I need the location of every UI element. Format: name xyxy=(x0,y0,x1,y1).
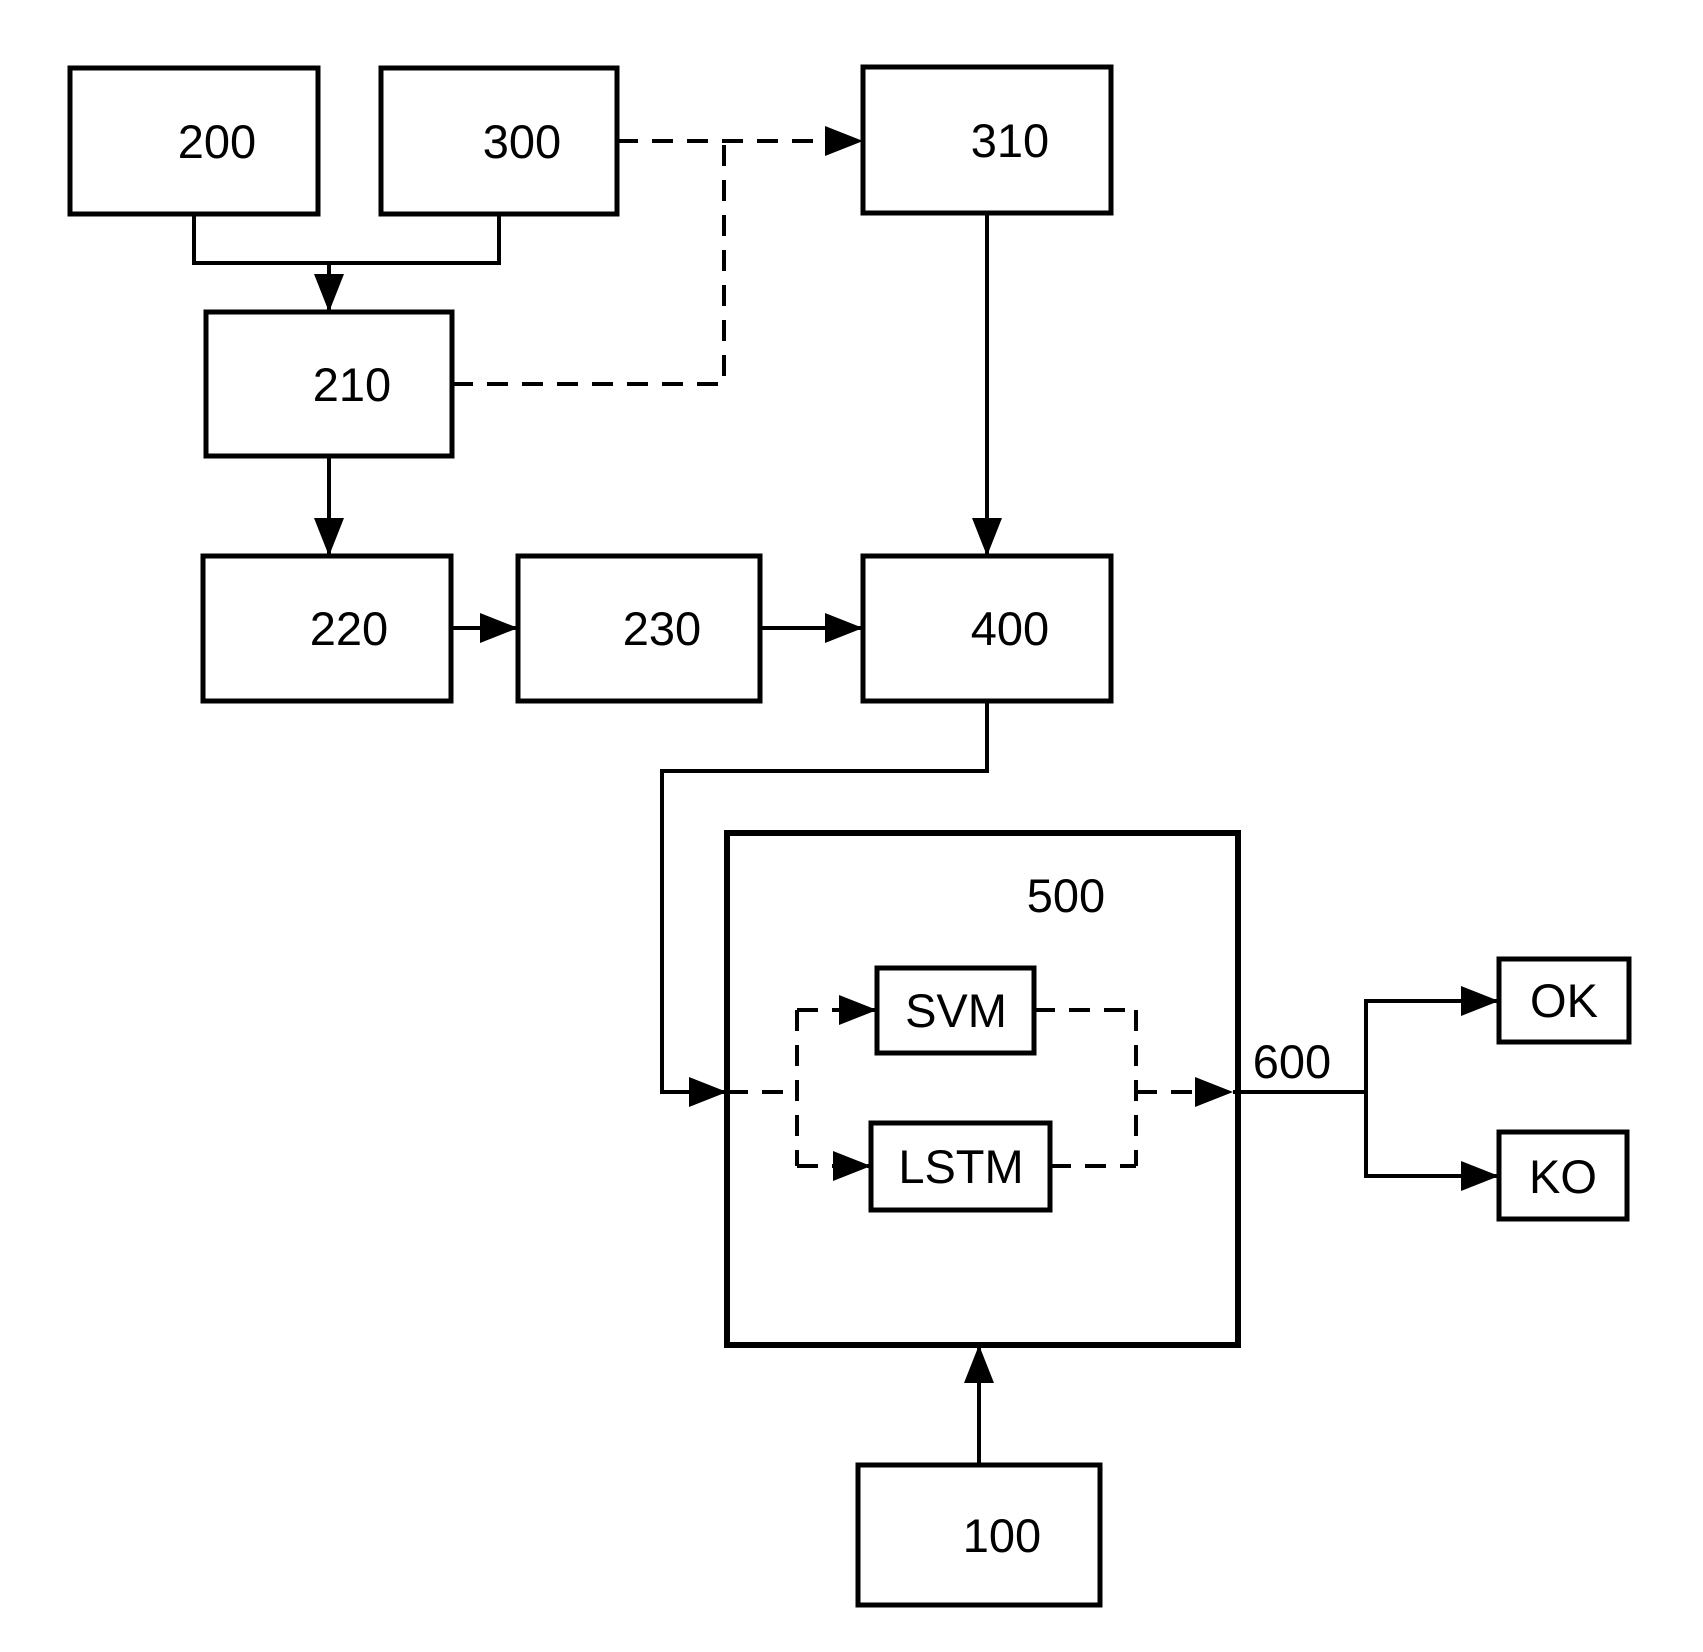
node-500-container-box xyxy=(724,830,1241,1348)
node-230-box xyxy=(515,553,763,704)
node-400-box xyxy=(860,553,1114,704)
node-220-box xyxy=(200,553,454,704)
node-300-label: 300 xyxy=(483,115,561,168)
node-ko-label: KO xyxy=(1529,1150,1597,1203)
node-310-label: 310 xyxy=(971,114,1049,167)
node-ko-box xyxy=(1496,1129,1630,1222)
node-500-label: 500 xyxy=(1027,869,1105,922)
node-svm-box xyxy=(874,965,1037,1056)
edge-600-to-ok xyxy=(1233,986,1499,1094)
node-400-label: 400 xyxy=(971,602,1049,655)
edge-400-to-500 xyxy=(660,701,989,1107)
node-lstm-box xyxy=(868,1120,1053,1213)
node-210-box xyxy=(203,309,455,459)
node-230-label: 230 xyxy=(623,602,701,655)
node-200-box xyxy=(67,65,321,217)
node-200-label: 200 xyxy=(178,115,256,168)
node-svm-label: SVM xyxy=(905,984,1007,1037)
edge-210-to-310-line-dashed xyxy=(452,141,726,386)
node-220-label: 220 xyxy=(310,602,388,655)
node-ok-label: OK xyxy=(1530,974,1598,1027)
node-lstm-label: LSTM xyxy=(898,1140,1023,1193)
node-310-box xyxy=(860,64,1114,216)
edge-600-to-ko xyxy=(1364,1092,1499,1191)
node-210-label: 210 xyxy=(313,358,391,411)
node-300-box xyxy=(378,65,620,217)
node-100-label: 100 xyxy=(963,1509,1041,1562)
edge-200-300-merge-bar xyxy=(192,214,501,265)
node-ok-box xyxy=(1496,956,1632,1045)
node-600-label: 600 xyxy=(1253,1035,1331,1088)
node-100-box xyxy=(855,1462,1103,1608)
